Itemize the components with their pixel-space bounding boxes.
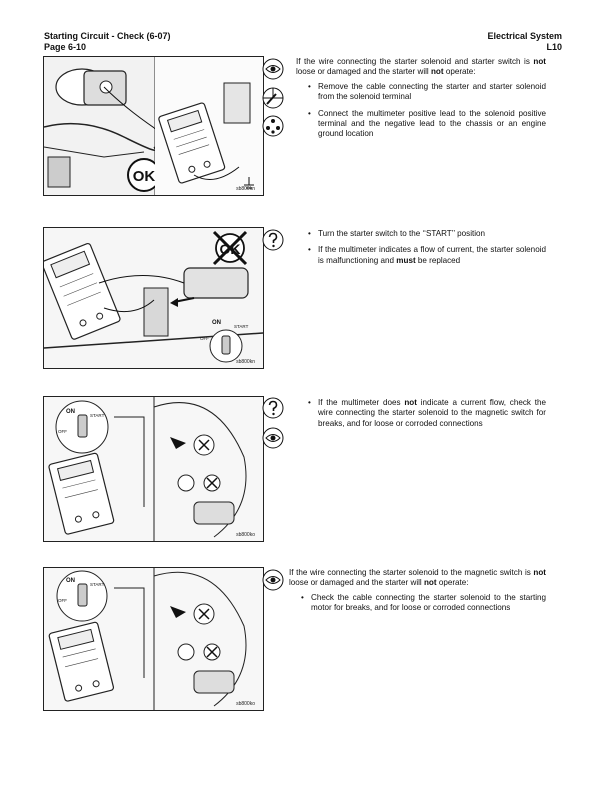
- figure-4-illustration: ON START OFF sb800ko: [43, 567, 264, 711]
- figure-2-drawing: OK ON START OFF: [44, 228, 263, 368]
- multimeter-icon: [262, 115, 284, 137]
- page-header-left: Starting Circuit - Check (6-07) Page 6-1…: [44, 31, 171, 53]
- list-item: Remove the cable connecting the starter …: [296, 82, 546, 103]
- section-1-text: If the wire connecting the starter solen…: [296, 57, 546, 146]
- switch-on-label: ON: [66, 409, 75, 415]
- section-3-text: If the multimeter does not indicate a cu…: [296, 398, 546, 435]
- eye-icon: [262, 427, 284, 449]
- figure-4-drawing: ON START OFF: [44, 568, 263, 710]
- question-mark-icon: [262, 397, 284, 419]
- figure-code: sb800ko: [236, 701, 255, 707]
- section-title: Starting Circuit - Check (6-07): [44, 31, 171, 41]
- switch-on-label: ON: [66, 578, 75, 584]
- eye-icon: [262, 569, 284, 591]
- engine-code: L10: [546, 42, 562, 52]
- section-2-text: Turn the starter switch to the ‘‘START’’…: [296, 229, 546, 272]
- figure-1-illustration: OK sb800kn: [43, 56, 264, 196]
- section-1-steps: Remove the cable connecting the starter …: [296, 82, 546, 140]
- section-2-steps: Turn the starter switch to the ‘‘START’’…: [296, 229, 546, 266]
- list-item: If the multimeter does not indicate a cu…: [296, 398, 546, 429]
- switch-start-label: START: [234, 324, 249, 329]
- figure-code: sb800kn: [236, 186, 255, 192]
- switch-off-label: OFF: [58, 598, 67, 603]
- question-mark-icon: [262, 229, 284, 251]
- section-4-intro: If the wire connecting the starter solen…: [289, 568, 546, 588]
- figure-code: sb800ko: [236, 532, 255, 538]
- list-item: Check the cable connecting the starter s…: [289, 593, 546, 614]
- section-4-steps: Check the cable connecting the starter s…: [289, 593, 546, 614]
- switch-off-label: OFF: [58, 429, 67, 434]
- switch-off-label: OFF: [200, 336, 209, 341]
- ok-badge: OK: [133, 168, 156, 185]
- section-1-intro: If the wire connecting the starter solen…: [296, 57, 546, 77]
- figure-2-illustration: OK ON START OFF sb800kn: [43, 227, 264, 369]
- list-item: Turn the starter switch to the ‘‘START’’…: [296, 229, 546, 240]
- figure-3-illustration: ON START OFF sb800ko: [43, 396, 264, 542]
- switch-start-label: START: [90, 582, 105, 587]
- wrench-icon: [262, 87, 284, 109]
- list-item: If the multimeter indicates a flow of cu…: [296, 245, 546, 266]
- section-3-steps: If the multimeter does not indicate a cu…: [296, 398, 546, 429]
- figure-code: sb800kn: [236, 359, 255, 365]
- eye-icon: [262, 58, 284, 80]
- section-4-text: If the wire connecting the starter solen…: [289, 568, 546, 620]
- switch-on-label: ON: [212, 320, 221, 326]
- figure-3-drawing: ON START OFF: [44, 397, 263, 541]
- switch-start-label: START: [90, 413, 105, 418]
- figure-1-drawing: OK: [44, 57, 263, 195]
- list-item: Connect the multimeter positive lead to …: [296, 109, 546, 140]
- chapter-title: Electrical System: [487, 31, 562, 41]
- page-header-right: Electrical System L10: [487, 31, 562, 53]
- page-number: Page 6-10: [44, 42, 87, 52]
